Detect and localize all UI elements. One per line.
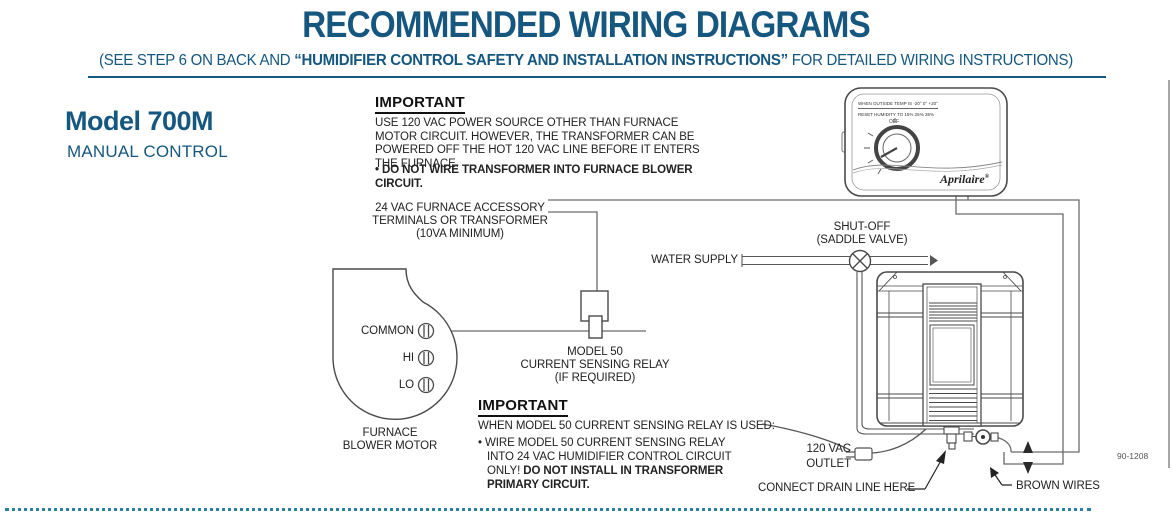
model-name: Model 700M	[65, 106, 214, 136]
humidifier-unit	[876, 271, 1024, 427]
furnace-blower-motor	[332, 268, 458, 420]
page-subtitle: (SEE STEP 6 ON BACK AND “HUMIDIFIER CONT…	[99, 52, 1073, 69]
relay-label: MODEL 50 CURRENT SENSING RELAY (IF REQUI…	[520, 346, 670, 384]
transformer-label: 24 VAC FURNACE ACCESSORY TERMINALS OR TR…	[372, 202, 548, 240]
outlet-label: 120 VAC OUTLET	[806, 443, 851, 470]
fill-valve-solenoid-icon	[963, 429, 999, 445]
important-bottom-heading: IMPORTANT	[478, 397, 568, 417]
drain-leader-arrow	[907, 450, 946, 490]
control-circuit-wires	[434, 196, 1080, 465]
brown-wires-label: BROWN WIRES	[1016, 480, 1100, 492]
important-top-heading: IMPORTANT	[375, 94, 465, 114]
power-plug-icon	[761, 423, 927, 461]
brown-wires-leader-arrow	[990, 467, 1012, 486]
shutoff-valve-label: SHUT-OFF (SADDLE VALVE)	[816, 221, 908, 246]
header-rule	[88, 76, 1106, 78]
important-bottom-bullet: • WIRE MODEL 50 CURRENT SENSING RELAY IN…	[478, 437, 732, 491]
cut-line-dotted	[5, 508, 1091, 511]
model-50-relay	[580, 290, 609, 339]
control-faceplate-line2: RESET HUMIDITY TO 15% 25% 35%	[858, 112, 934, 117]
aprilaire-logo: Aprilaire®	[940, 172, 990, 186]
terminal-lo-icon	[417, 376, 435, 394]
shutoff-valve-icon	[848, 249, 872, 273]
control-swoosh	[852, 161, 1003, 171]
page-title: RECOMMENDED WIRING DIAGRAMS	[302, 4, 871, 45]
terminal-label-lo: LO	[398, 379, 414, 391]
terminal-label-hi: HI	[402, 352, 414, 364]
important-top-body: USE 120 VAC POWER SOURCE OTHER THAN FURN…	[375, 117, 700, 170]
water-supply-label: WATER SUPPLY	[651, 254, 738, 266]
control-off-label: OFF	[889, 119, 899, 125]
terminal-label-common: COMMON	[360, 325, 414, 337]
important-top-bullet: • DO NOT WIRE TRANSFORMER INTO FURNACE B…	[375, 164, 693, 190]
terminal-common-icon	[417, 322, 435, 340]
humidistat-control	[841, 87, 1008, 197]
humidifier-top-ribs	[929, 302, 977, 322]
brown-wire-splice-arrows	[1023, 441, 1033, 474]
model-subtitle: MANUAL CONTROL	[67, 142, 228, 161]
terminal-hi-icon	[417, 349, 435, 367]
part-number: 90-1208	[1117, 451, 1149, 461]
humidifier-bottom-ribs	[929, 388, 977, 421]
important-bottom-intro: WHEN MODEL 50 CURRENT SENSING RELAY IS U…	[478, 420, 775, 432]
blower-motor-label: FURNACE BLOWER MOTOR	[342, 427, 438, 452]
control-faceplate-line1: WHEN OUTSIDE TEMP IS -20° 0° +20°	[858, 101, 938, 109]
drain-fitting-icon	[943, 426, 960, 450]
water-supply-pipe	[741, 254, 974, 435]
drain-line-label: CONNECT DRAIN LINE HERE	[758, 482, 916, 494]
